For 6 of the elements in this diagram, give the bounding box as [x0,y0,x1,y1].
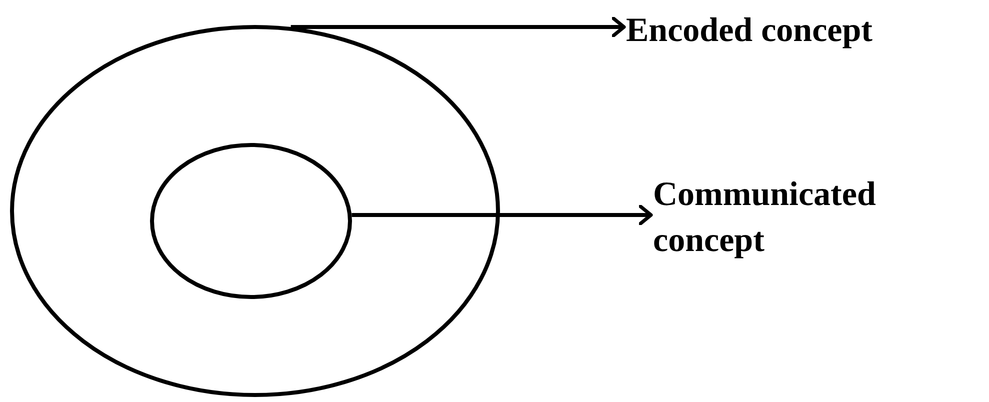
arrow [352,204,653,226]
concept-label: Encoded concept [626,11,872,51]
ellipse-shape [150,143,352,299]
arrow [290,16,626,38]
ellipse-shape [10,25,500,397]
concept-label: Communicated concept [653,175,877,261]
